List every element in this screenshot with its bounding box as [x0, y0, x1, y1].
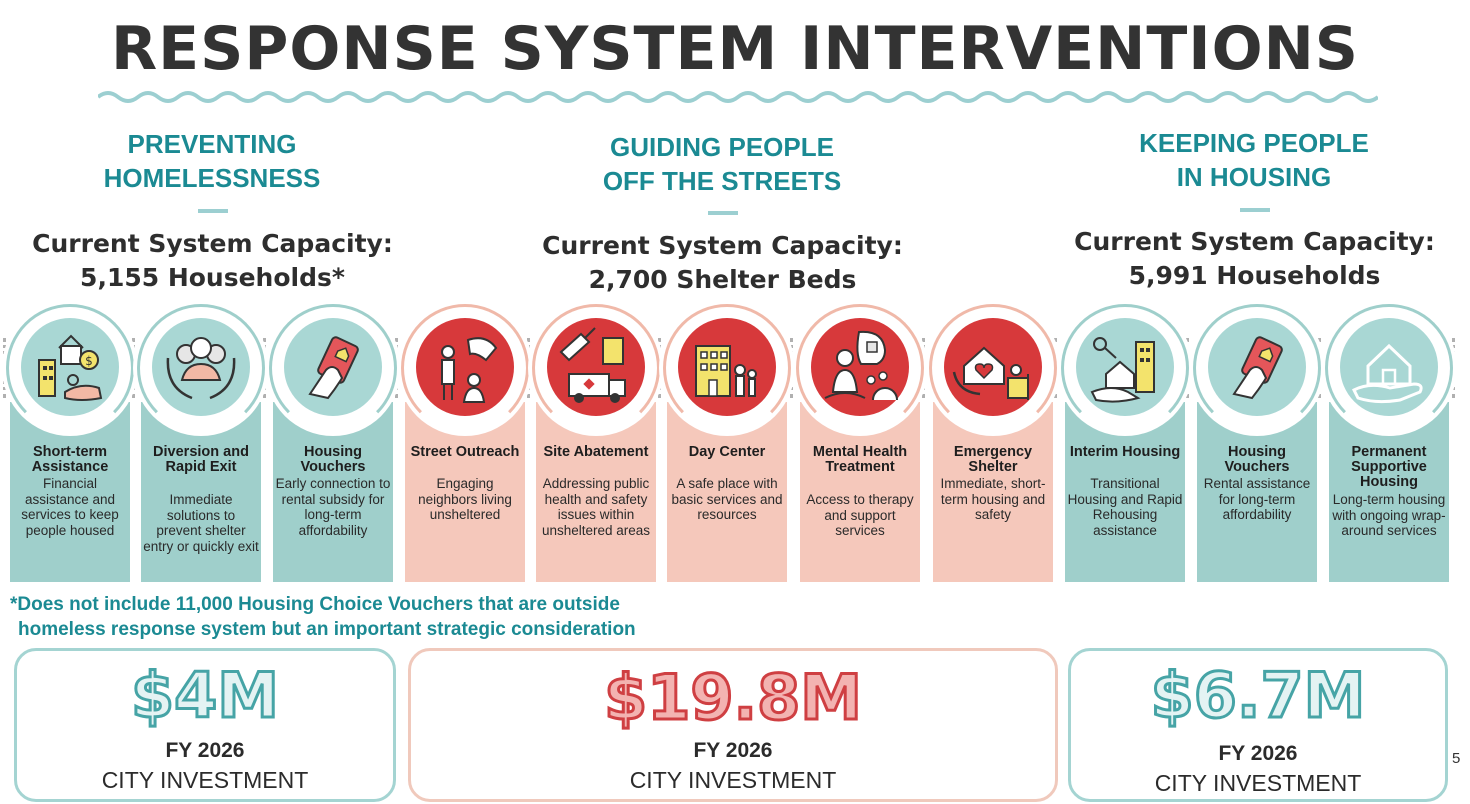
day-center-building-icon [695, 345, 757, 397]
card-arc [6, 304, 134, 432]
investment-amount: $6.7M [1149, 659, 1367, 732]
investment-box-keeping: $6.7M FY 2026 CITY INVESTMENT [1068, 648, 1448, 802]
capacity-value: 5,991 Households [1128, 261, 1381, 290]
investment-amount: $4M [130, 659, 281, 732]
card-arc [796, 304, 924, 432]
investment-fy: FY 2026 [1218, 742, 1298, 765]
meditation-puzzle-icon [824, 330, 898, 401]
capacity-guiding: Current System Capacity: 2,700 Shelter B… [510, 229, 935, 297]
card-permanent-supportive-housing: Permanent Supportive Housing Long-term h… [1321, 300, 1457, 582]
wave-divider [98, 91, 1378, 103]
card-description: Addressing public health and safety issu… [541, 476, 651, 538]
card-title: Site Abatement [543, 444, 649, 460]
footnote-line: homeless response system but an importan… [18, 619, 636, 640]
card-title: Short-term Assistance [31, 444, 109, 475]
section-heading-line: IN HOUSING [1176, 162, 1332, 192]
section-dash [708, 211, 738, 215]
investment-fy: FY 2026 [693, 739, 773, 762]
card-title: Mental Health Treatment [812, 444, 908, 475]
card-description: Immediate solutions to prevent shelter e… [143, 492, 259, 554]
buildings-money-icon: $ [38, 334, 103, 401]
heart-house-hands-icon [952, 346, 1029, 400]
card-description: Financial assistance and services to kee… [21, 476, 119, 538]
card-description: Early connection to rental subsidy for l… [275, 476, 391, 538]
capacity-label: Current System Capacity: [32, 229, 393, 258]
cleanup-truck-icon [559, 327, 626, 403]
family-hands-icon [166, 337, 236, 400]
card-title: Day Center [688, 444, 766, 460]
section-heading-guiding: GUIDING PEOPLE OFF THE STREETS [572, 130, 872, 198]
capacity-value: 5,155 Households* [80, 263, 345, 292]
capacity-keeping: Current System Capacity: 5,991 Household… [1042, 225, 1467, 293]
page-title: RESPONSE SYSTEM INTERVENTIONS [110, 14, 1360, 84]
section-heading-keeping: KEEPING PEOPLE IN HOUSING [1104, 126, 1404, 194]
card-arc [1193, 304, 1321, 432]
card-arc [663, 304, 791, 432]
section-heading-line: HOMELESSNESS [103, 163, 321, 193]
hand-voucher-icon [1232, 336, 1283, 400]
footnote-line: *Does not include 11,000 Housing Choice … [10, 594, 620, 615]
capacity-preventing: Current System Capacity: 5,155 Household… [0, 227, 425, 295]
card-housing-vouchers-keep: Housing Vouchers Rental assistance for l… [1189, 300, 1325, 582]
card-title: Permanent Supportive Housing [1351, 444, 1427, 490]
card-mental-health-treatment: Mental Health Treatment Access to therap… [792, 300, 928, 582]
card-title: Street Outreach [410, 444, 520, 460]
capacity-label: Current System Capacity: [1074, 227, 1435, 256]
investment-label: CITY INVESTMENT [1154, 770, 1362, 796]
page-number: 5 [1452, 750, 1461, 767]
section-heading-line: PREVENTING [127, 129, 297, 159]
card-emergency-shelter: Emergency Shelter Immediate, short-term … [925, 300, 1061, 582]
card-arc [1061, 304, 1189, 432]
capacity-value: 2,700 Shelter Beds [588, 265, 857, 294]
card-description: Long-term housing with ongoing wrap-arou… [1332, 492, 1446, 538]
card-title: Emergency Shelter [953, 444, 1033, 475]
card-arc [269, 304, 397, 432]
card-description: Engaging neighbors living unsheltered [418, 476, 512, 522]
card-description: A safe place with basic services and res… [671, 476, 783, 522]
svg-text:$: $ [85, 354, 93, 368]
card-arc [1325, 304, 1453, 432]
investment-amount: $19.8M [603, 661, 864, 734]
card-description: Transitional Housing and Rapid Rehousing… [1067, 476, 1183, 538]
section-heading-preventing: PREVENTING HOMELESSNESS [62, 127, 362, 195]
section-heading-line: OFF THE STREETS [602, 166, 842, 196]
investment-fy: FY 2026 [165, 739, 245, 762]
card-site-abatement: Site Abatement Addressing public health … [528, 300, 664, 582]
section-heading-line: GUIDING PEOPLE [610, 132, 834, 162]
investment-box-guiding: $19.8M FY 2026 CITY INVESTMENT [408, 648, 1058, 802]
card-arc [137, 304, 265, 432]
card-interim-housing: Interim Housing Transitional Housing and… [1057, 300, 1193, 582]
section-dash [198, 209, 228, 213]
section-dash [1240, 208, 1270, 212]
card-title: Interim Housing [1069, 444, 1181, 460]
card-title: Housing Vouchers [1224, 444, 1290, 475]
key-house-hand-icon [1090, 337, 1155, 403]
capacity-label: Current System Capacity: [542, 231, 903, 260]
footnote: *Does not include 11,000 Housing Choice … [10, 592, 636, 642]
card-title: Housing Vouchers [300, 444, 366, 475]
card-housing-vouchers-prevent: Housing Vouchers Early connection to ren… [265, 300, 401, 582]
outreach-people-icon [441, 337, 498, 403]
card-day-center: Day Center A safe place with basic servi… [659, 300, 795, 582]
card-arc [929, 304, 1057, 432]
card-street-outreach: Street Outreach Engaging neighbors livin… [397, 300, 533, 582]
card-description: Access to therapy and support services [806, 492, 914, 538]
card-title: Diversion and Rapid Exit [153, 444, 249, 475]
card-diversion-rapid-exit: Diversion and Rapid Exit Immediate solut… [133, 300, 269, 582]
house-in-hand-icon [1351, 343, 1423, 404]
card-circle [1340, 318, 1438, 416]
card-short-term-assistance: $ Short-term Assistance Financial assist… [2, 300, 138, 582]
section-heading-line: KEEPING PEOPLE [1139, 128, 1369, 158]
card-circle [547, 318, 645, 416]
investment-label: CITY INVESTMENT [629, 767, 837, 793]
card-description: Rental assistance for long-term affordab… [1203, 476, 1311, 522]
card-description: Immediate, short-term housing and safety [940, 476, 1046, 522]
card-arc [401, 304, 529, 432]
investment-label: CITY INVESTMENT [101, 767, 309, 793]
investment-box-preventing: $4M FY 2026 CITY INVESTMENT [14, 648, 396, 802]
card-arc [532, 304, 660, 432]
hand-voucher-icon [308, 336, 359, 400]
